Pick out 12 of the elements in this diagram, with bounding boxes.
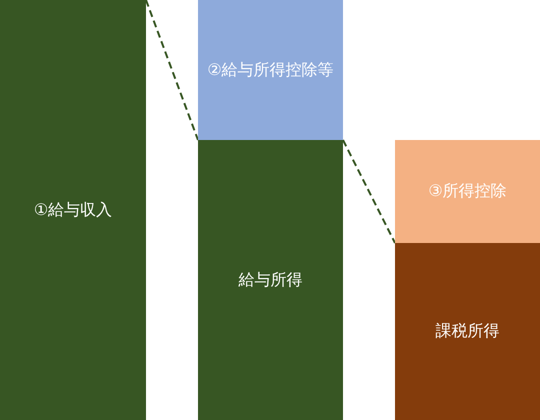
deduction-bar (395, 140, 540, 243)
dashed-connector-line (145, 0, 199, 140)
deduction-bar (198, 0, 343, 140)
bar-label: ①給与収入 (34, 200, 112, 220)
bar-label: ②給与所得控除等 (207, 60, 334, 80)
taxable-income-bar (395, 243, 540, 420)
dashed-connector-line (342, 140, 396, 244)
bar-label: 課税所得 (436, 321, 500, 342)
income-bar (0, 0, 146, 420)
income-bar (198, 140, 343, 420)
bar-label: 給与所得 (238, 270, 302, 290)
bar-label: ③所得控除 (428, 181, 507, 202)
